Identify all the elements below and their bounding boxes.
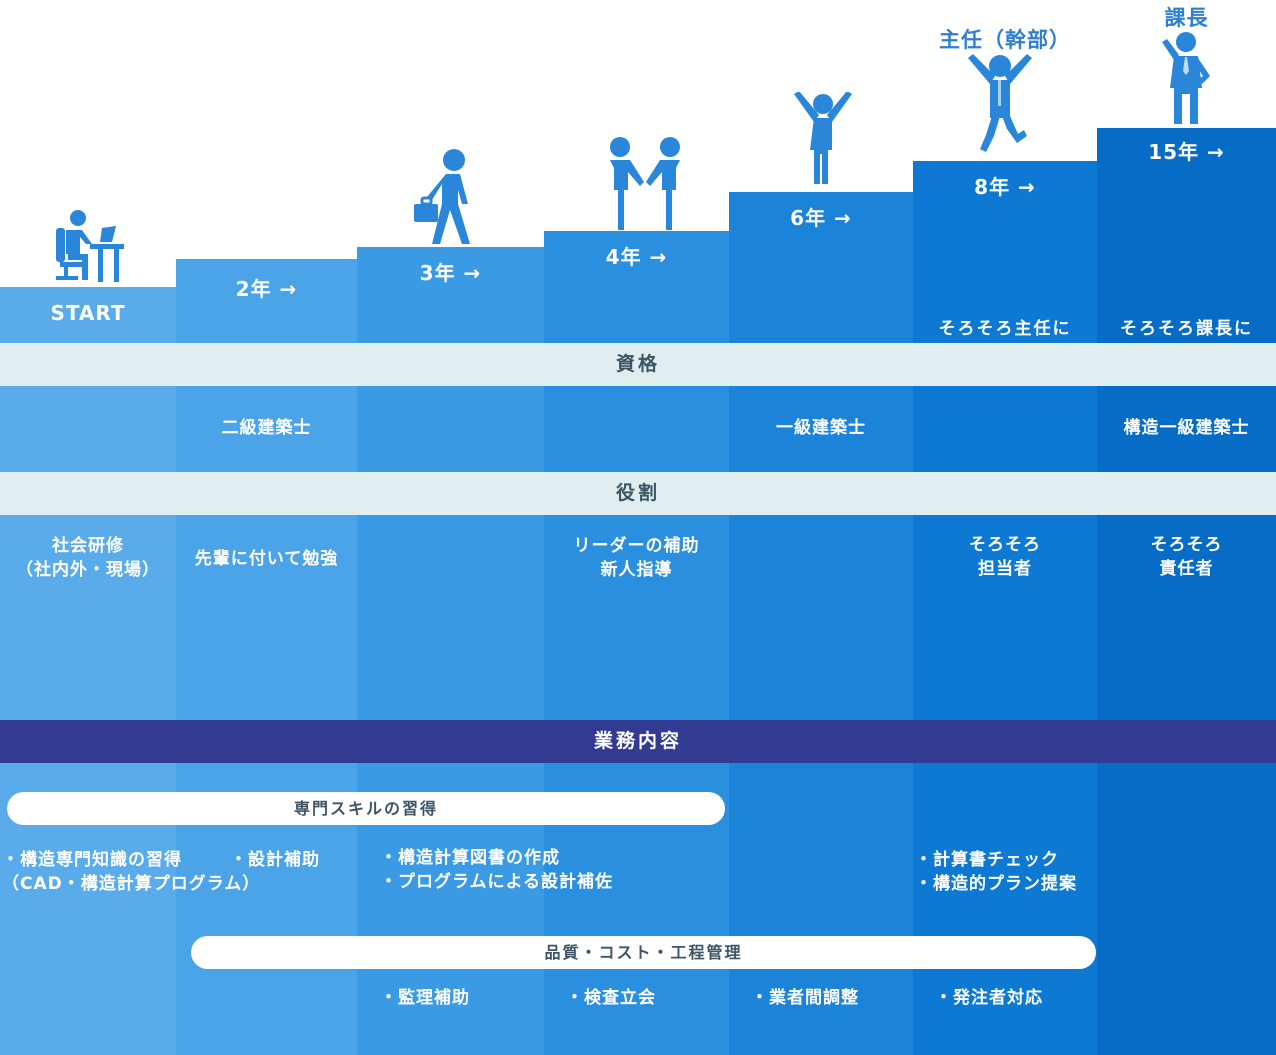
task-calc-check: ・計算書チェック ・構造的プラン提案 — [915, 848, 1077, 896]
step-year-3-label: 3年 → — [419, 261, 482, 285]
task-calc-check-line1: ・計算書チェック — [915, 850, 1059, 870]
task-calc-check-line2: ・構造的プラン提案 — [915, 874, 1077, 894]
role-leader-assist: リーダーの補助 新人指導 — [544, 534, 729, 582]
task-inspection: ・検査立会 — [566, 988, 656, 1008]
section-role-band: 役割 — [0, 472, 1276, 515]
note-chief-soon: そろそろ主任に — [938, 319, 1072, 339]
role-training-line2: （社内外・現場） — [16, 560, 160, 580]
task-structural-knowledge-line2: （CAD・構造計算プログラム） — [2, 874, 261, 894]
task-structural-knowledge-line1: ・構造専門知識の習得 — [2, 850, 182, 870]
role-training: 社会研修 （社内外・現場） — [0, 534, 176, 582]
role-responsible-person-line1: そろそろ — [1150, 535, 1223, 555]
step-year-4-label: 4年 → — [605, 245, 668, 269]
step-year-6: 6年 → — [729, 192, 913, 1055]
pill-specialist-skill: 専門スキルの習得 — [7, 792, 725, 825]
step-year-2: 2年 → — [176, 259, 357, 1055]
handshake-icon — [610, 137, 680, 230]
jumping-person-icon — [968, 54, 1032, 152]
section-work-band: 業務内容 — [0, 720, 1276, 763]
step-year-8-label: 8年 → — [974, 175, 1036, 199]
role-person-in-charge-line2: 担当者 — [978, 559, 1032, 579]
step-year-8: 8年 → — [913, 161, 1097, 1055]
pill-quality-cost-schedule: 品質・コスト・工程管理 — [191, 936, 1096, 969]
task-client-relations: ・発注者対応 — [935, 988, 1043, 1008]
step-start-label: START — [50, 301, 126, 325]
task-contractor-coordination: ・業者間調整 — [751, 988, 859, 1008]
task-structural-knowledge: ・構造専門知識の習得 （CAD・構造計算プログラム） — [2, 848, 260, 896]
role-leader-assist-line1: リーダーの補助 — [573, 536, 700, 556]
title-manager: 課長 — [1164, 6, 1209, 30]
role-person-in-charge: そろそろ 担当者 — [913, 533, 1097, 581]
section-work-label: 業務内容 — [593, 730, 682, 752]
task-supervision-assist: ・監理補助 — [380, 988, 470, 1008]
step-year-15-label: 15年 → — [1148, 140, 1225, 164]
role-responsible-person: そろそろ 責任者 — [1097, 533, 1276, 581]
step-year-15: 15年 → — [1097, 128, 1276, 1055]
task-design-assist: ・設計補助 — [230, 850, 320, 870]
qualification-1st-class-architect: 一級建築士 — [776, 418, 866, 438]
task-calculation-docs: ・構造計算図書の作成 ・プログラムによる設計補佐 — [380, 846, 613, 894]
qualification-2nd-class-architect: 二級建築士 — [221, 418, 312, 438]
arms-raised-icon — [794, 92, 852, 184]
step-year-2-label: 2年 → — [235, 277, 298, 301]
step-year-6-label: 6年 → — [790, 206, 852, 230]
step-start: START — [0, 287, 176, 1055]
title-chief: 主任（幹部） — [939, 28, 1071, 52]
task-calculation-docs-line1: ・構造計算図書の作成 — [380, 848, 560, 868]
role-training-line1: 社会研修 — [52, 536, 124, 556]
role-study-with-senior: 先輩に付いて勉強 — [194, 549, 339, 569]
walking-businessman-icon — [414, 149, 470, 244]
role-responsible-person-line2: 責任者 — [1159, 559, 1214, 579]
task-calculation-docs-line2: ・プログラムによる設計補佐 — [380, 872, 613, 892]
section-qualification-band: 資格 — [0, 343, 1276, 386]
section-qualification-label: 資格 — [615, 353, 660, 375]
role-person-in-charge-line1: そろそろ — [969, 535, 1041, 555]
role-leader-assist-line2: 新人指導 — [600, 560, 673, 580]
note-manager-soon: そろそろ課長に — [1120, 319, 1253, 339]
desk-worker-icon — [56, 210, 124, 282]
standing-manager-icon — [1162, 32, 1210, 124]
qualification-structural-architect: 構造一級建築士 — [1123, 418, 1250, 438]
section-role-label: 役割 — [615, 482, 660, 504]
